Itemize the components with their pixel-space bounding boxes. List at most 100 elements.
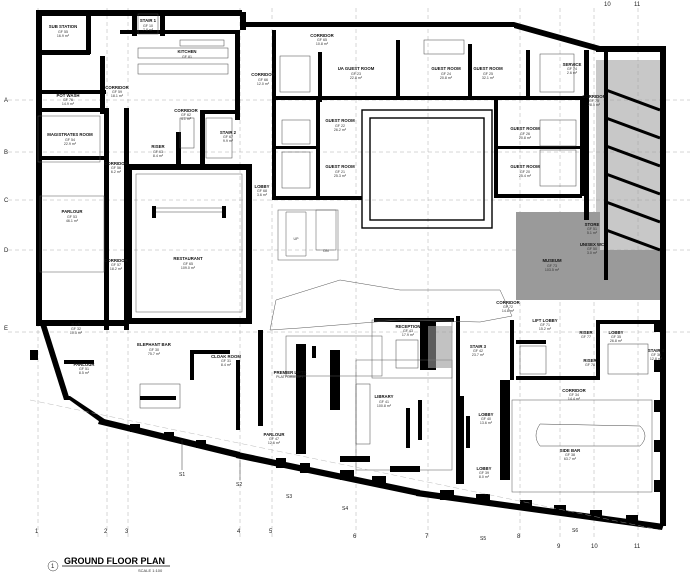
section-s4: S4: [342, 506, 348, 512]
furniture: [137, 13, 649, 472]
room-name-corridor-59: CORRIDOR: [105, 85, 129, 90]
room-code-premier-lifts: PLATFORM LIFT: [276, 375, 304, 379]
room-area-guest-21: 25.3 m²: [334, 174, 347, 178]
grid-row-a: A: [4, 98, 8, 104]
room-area-magistrates: 22.9 m²: [64, 142, 77, 146]
room-name-store: STORE: [585, 222, 600, 227]
room-code-corridor-75: GF 75: [589, 99, 599, 103]
room-area-lift-lobby: 15.2 m²: [539, 327, 552, 331]
room-name-elephant-bar: ELEPHANT BAR: [137, 342, 172, 347]
room-area-pot-wash: 14.9 m²: [62, 102, 75, 106]
grid-col-2: 2: [104, 529, 108, 535]
room-code-guest-26: GF 26: [520, 132, 530, 136]
room-area-corridor-72: 14.8 m²: [502, 309, 515, 313]
room-area-cloakroom: 8.4 m²: [221, 363, 232, 367]
room-code-lift-lobby: GF 71: [540, 323, 550, 327]
room-name-sub-station: SUB STATION: [49, 24, 78, 29]
grid-col-9: 9: [557, 544, 561, 550]
room-code-guest-24: GF 24: [441, 72, 451, 76]
room-code-corridor-59: GF 59: [112, 90, 122, 94]
room-code-corridor-56: GF 56: [111, 166, 121, 170]
room-area-stair4: 12.8 m²: [650, 357, 663, 361]
room-area-corridor-34: 14.4 m²: [568, 397, 581, 401]
room-name-guest-20: GUEST ROOM: [510, 164, 540, 169]
room-name-guest-24: GUEST ROOM: [431, 66, 461, 71]
room-name-stair3: STAIR 3: [470, 344, 487, 349]
grid-col-10: 10: [591, 544, 598, 550]
museum-hatched-area: [516, 212, 660, 300]
room-name-corridor-62: CORRIDOR: [174, 108, 198, 113]
room-name-corridor-75: CORRIDOR: [582, 94, 606, 99]
room-code-store: GF 51: [587, 227, 597, 231]
grid-row-b: B: [4, 150, 8, 156]
parking-bays: [605, 88, 661, 252]
grid-col-11: 11: [634, 544, 641, 550]
room-code-stair1: GF 10: [143, 24, 153, 28]
room-code-guest-22: GF 22: [335, 124, 345, 128]
grid-col-5: 5: [269, 529, 273, 535]
room-area-corridor-66: 12.0 m²: [257, 82, 270, 86]
room-name-stair2: STAIR 2: [220, 130, 237, 135]
grid-col-3: 3: [125, 529, 129, 535]
section-s1: S1: [179, 472, 185, 478]
room-code-reception: GF 43: [403, 329, 413, 333]
room-code-corridor-top: GF 65: [317, 38, 327, 42]
room-code-service: GF 74: [567, 67, 577, 71]
room-name-corridor-66: CORRIDOR: [251, 72, 275, 77]
section-s5: S5: [480, 536, 486, 542]
room-name-stair1: STAIR 1: [140, 18, 157, 23]
room-name-side-bar: SIDE BAR: [560, 448, 581, 453]
room-area-stair1: 7.8 m²: [143, 28, 154, 32]
grid-row-labels: A B C D E: [4, 98, 9, 332]
room-name-premier-lifts: PREMIER LIFTS: [274, 370, 307, 375]
room-area-service: 2.6 m²: [567, 71, 578, 75]
room-name-restaurant: RESTAURANT: [173, 256, 203, 261]
room-name-parlour-51: PARLOUR: [74, 362, 96, 367]
room-code-bar: GF 32: [71, 327, 81, 331]
room-area-corridor-56: 6.2 m²: [111, 170, 122, 174]
grid-column-labels: 1 2 3 4 5 6 7 8 9 10 11 10 11: [35, 2, 641, 550]
grid-row-e: E: [4, 326, 8, 332]
room-area-library: 100.8 m²: [377, 404, 392, 408]
room-code-kitchen: GF 81: [182, 55, 192, 59]
room-area-store: 5.1 m²: [587, 231, 598, 235]
room-name-reception: RECEPTION: [395, 324, 420, 329]
room-name-unisex-wc: UNISEX WC: [580, 242, 604, 247]
room-code-cloakroom: GF 31: [221, 359, 231, 363]
room-name-corridor-top: CORRIDOR: [310, 33, 334, 38]
room-code-pot-wash: GF 76: [63, 98, 73, 102]
room-name-kitchen: KITCHEN: [177, 49, 196, 54]
room-name-lobby-39: LOBBY: [476, 466, 491, 471]
room-area-guest-26: 20.8 m²: [519, 136, 532, 140]
room-code-parlour-53: GF 53: [67, 215, 77, 219]
title-marker-circle: [47, 560, 59, 572]
room-code-parlour-47: GF 47: [269, 437, 279, 441]
room-area-corridor-62: 4.1 m²: [181, 117, 192, 121]
grid-col-11-top: 11: [634, 2, 641, 8]
room-name-corridor-57: CORRIDOR: [104, 258, 128, 263]
room-name-riser-77: RISER: [579, 330, 593, 335]
room-code-lobby-35: GF 35: [611, 335, 621, 339]
room-name-parlour-47: PARLOUR: [264, 432, 286, 437]
room-area-corridor-57: 18.2 m²: [110, 267, 123, 271]
room-area-parlour-53: 46.1 m²: [66, 219, 79, 223]
room-area-parlour-47: 12.6 m²: [268, 441, 281, 445]
room-name-service: SERVICE: [563, 62, 582, 67]
room-code-corridor-34: GF 34: [569, 393, 579, 397]
grid-col-7: 7: [425, 534, 429, 540]
room-code-sub-station: GF 55: [58, 30, 68, 34]
room-name-guest-25: GUEST ROOM: [473, 66, 503, 71]
room-area-guest-22: 26.2 m²: [334, 128, 347, 132]
room-code-ua-guest: GF 23: [351, 72, 361, 76]
room-area-reception: 17.9 m²: [402, 333, 415, 337]
room-area-guest-25: 32.1 m²: [482, 76, 495, 80]
room-code-corridor-62: GF 62: [181, 113, 191, 117]
room-area-unisex-wc: 3.0 m²: [587, 251, 598, 255]
room-area-riser: 8.4 m²: [153, 154, 164, 158]
room-name-corridor-72: CORRIDOR: [496, 300, 520, 305]
room-code-guest-21: GF 21: [335, 170, 345, 174]
room-code-library: GF 41: [379, 400, 389, 404]
stair-up-label: UP: [294, 237, 300, 241]
room-name-ua-guest: UA GUEST ROOM: [338, 66, 375, 71]
